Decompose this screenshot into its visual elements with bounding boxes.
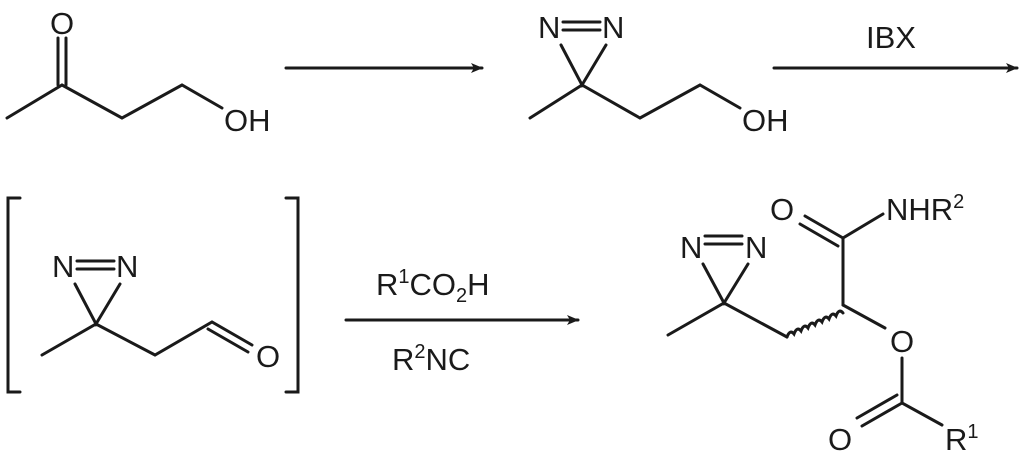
r1-label: R1 bbox=[945, 421, 979, 457]
reagent-isocyanide: R2NC bbox=[392, 341, 470, 377]
nitrogen-label: N bbox=[745, 230, 767, 265]
diazirine-aldehyde-intermediate: N N O bbox=[6, 196, 300, 394]
starting-material: O OH bbox=[5, 6, 271, 138]
aldehyde-oxygen-label: O bbox=[256, 339, 280, 374]
ugi-product: N N O NHR2 O O R1 bbox=[666, 191, 979, 457]
amide-nhr-label: NHR2 bbox=[886, 191, 964, 227]
right-bracket bbox=[284, 196, 300, 394]
reagent-ibx: IBX bbox=[866, 20, 916, 55]
nitrogen-label: N bbox=[116, 249, 138, 284]
ester-carbonyl-oxygen-label: O bbox=[828, 422, 852, 457]
hydroxyl-label: OH bbox=[224, 103, 271, 138]
nitrogen-label: N bbox=[538, 10, 560, 45]
left-bracket bbox=[6, 196, 22, 394]
nitrogen-label: N bbox=[602, 10, 624, 45]
nitrogen-label: N bbox=[52, 249, 74, 284]
nitrogen-label: N bbox=[680, 230, 702, 265]
wavy-bond bbox=[785, 309, 845, 339]
amide-oxygen-label: O bbox=[770, 192, 794, 227]
ester-oxygen-label: O bbox=[890, 324, 914, 359]
diazirine-alcohol: N N OH bbox=[528, 10, 789, 138]
hydroxyl-label: OH bbox=[742, 103, 789, 138]
carbonyl-oxygen-label: O bbox=[50, 6, 74, 41]
reagent-carboxylic-acid: R1CO2H bbox=[376, 266, 490, 307]
